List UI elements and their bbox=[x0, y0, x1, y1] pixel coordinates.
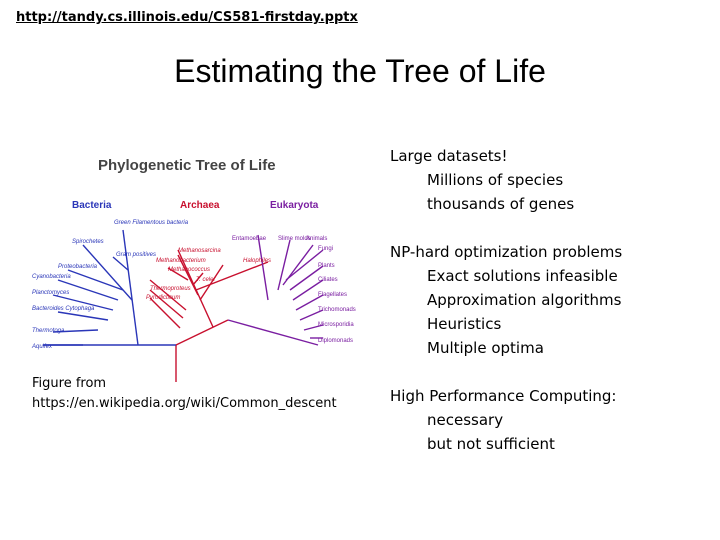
bullet-block: High Performance Computing: necessary bu… bbox=[390, 384, 710, 456]
label-ciliates: Ciliates bbox=[318, 277, 338, 283]
label-animals: Animals bbox=[306, 236, 327, 242]
caption-line-1: Figure from bbox=[32, 376, 107, 391]
label-plants: Plants bbox=[318, 263, 335, 269]
domain-bacteria: Bacteria bbox=[72, 200, 112, 211]
bullet-heading: High Performance Computing: bbox=[390, 387, 617, 405]
label-pyrodicticum: Pyrodicticum bbox=[146, 295, 180, 301]
bullet-list: Large datasets! Millions of species thou… bbox=[390, 144, 710, 480]
bullet-heading: NP-hard optimization problems bbox=[390, 243, 623, 261]
bullet-block: NP-hard optimization problems Exact solu… bbox=[390, 240, 710, 360]
label-microsporidia: Microsporidia bbox=[318, 322, 354, 328]
label-diplomonads: Diplomonads bbox=[318, 338, 353, 344]
bullet-sub: Millions of species bbox=[427, 171, 564, 189]
label-cyanobacteria: Cyanobacteria bbox=[32, 274, 71, 280]
label-methanosarcina: Methanosarcina bbox=[178, 248, 221, 254]
label-thermotoga: Thermotoga bbox=[32, 328, 65, 334]
bullet-sub: Exact solutions infeasible bbox=[427, 267, 618, 285]
slide-title: Estimating the Tree of Life bbox=[174, 53, 546, 89]
label-bacteroides: Bacteroides Cytophaga bbox=[32, 306, 95, 312]
figure-caption: Figure from https://en.wikipedia.org/wik… bbox=[32, 374, 337, 414]
label-trichomonads: Trichomonads bbox=[318, 307, 356, 313]
figure-title: Phylogenetic Tree of Life bbox=[98, 157, 276, 174]
label-proteobacteria: Proteobacteria bbox=[58, 264, 98, 270]
label-fungi: Fungi bbox=[318, 246, 333, 252]
phylogenetic-tree-figure: Phylogenetic Tree of Life Bacteria Archa… bbox=[31, 157, 356, 382]
label-planctomyces: Planctomyces bbox=[32, 290, 69, 296]
bullet-sub: but not sufficient bbox=[427, 435, 555, 453]
bullet-sub: Heuristics bbox=[427, 315, 502, 333]
domain-eukaryota: Eukaryota bbox=[270, 200, 319, 211]
label-methanobacterium: Methanobacterium bbox=[156, 258, 206, 264]
label-halophiles: Halophiles bbox=[243, 258, 271, 264]
bullet-block: Large datasets! Millions of species thou… bbox=[390, 144, 710, 216]
domain-archaea: Archaea bbox=[180, 200, 220, 211]
label-gram-positives: Gram positives bbox=[116, 252, 156, 258]
bullet-heading: Large datasets! bbox=[390, 147, 508, 165]
label-methanococcus: Methanococcus bbox=[168, 267, 210, 273]
bullet-sub: Approximation algorithms bbox=[427, 291, 622, 309]
bullet-sub: necessary bbox=[427, 411, 504, 429]
bullet-sub: Multiple optima bbox=[427, 339, 544, 357]
label-spirochetes: Spirochetes bbox=[72, 239, 104, 245]
bullet-sub: thousands of genes bbox=[427, 195, 575, 213]
label-t-celer: T. celer bbox=[196, 277, 216, 283]
label-aquifex: Aquifex bbox=[31, 344, 53, 350]
label-thermoproteus: Thermoproteus bbox=[150, 286, 191, 292]
label-slime-molds: Slime molds bbox=[278, 236, 311, 242]
label-green-filamentous: Green Filamentous bacteria bbox=[114, 220, 189, 226]
tree-branches bbox=[43, 229, 324, 382]
caption-source-url: https://en.wikipedia.org/wiki/Common_des… bbox=[32, 396, 337, 411]
label-flagellates: Flagellates bbox=[318, 292, 347, 298]
label-entamoebae: Entamoebae bbox=[232, 236, 267, 242]
source-link[interactable]: http://tandy.cs.illinois.edu/CS581-first… bbox=[16, 10, 358, 25]
